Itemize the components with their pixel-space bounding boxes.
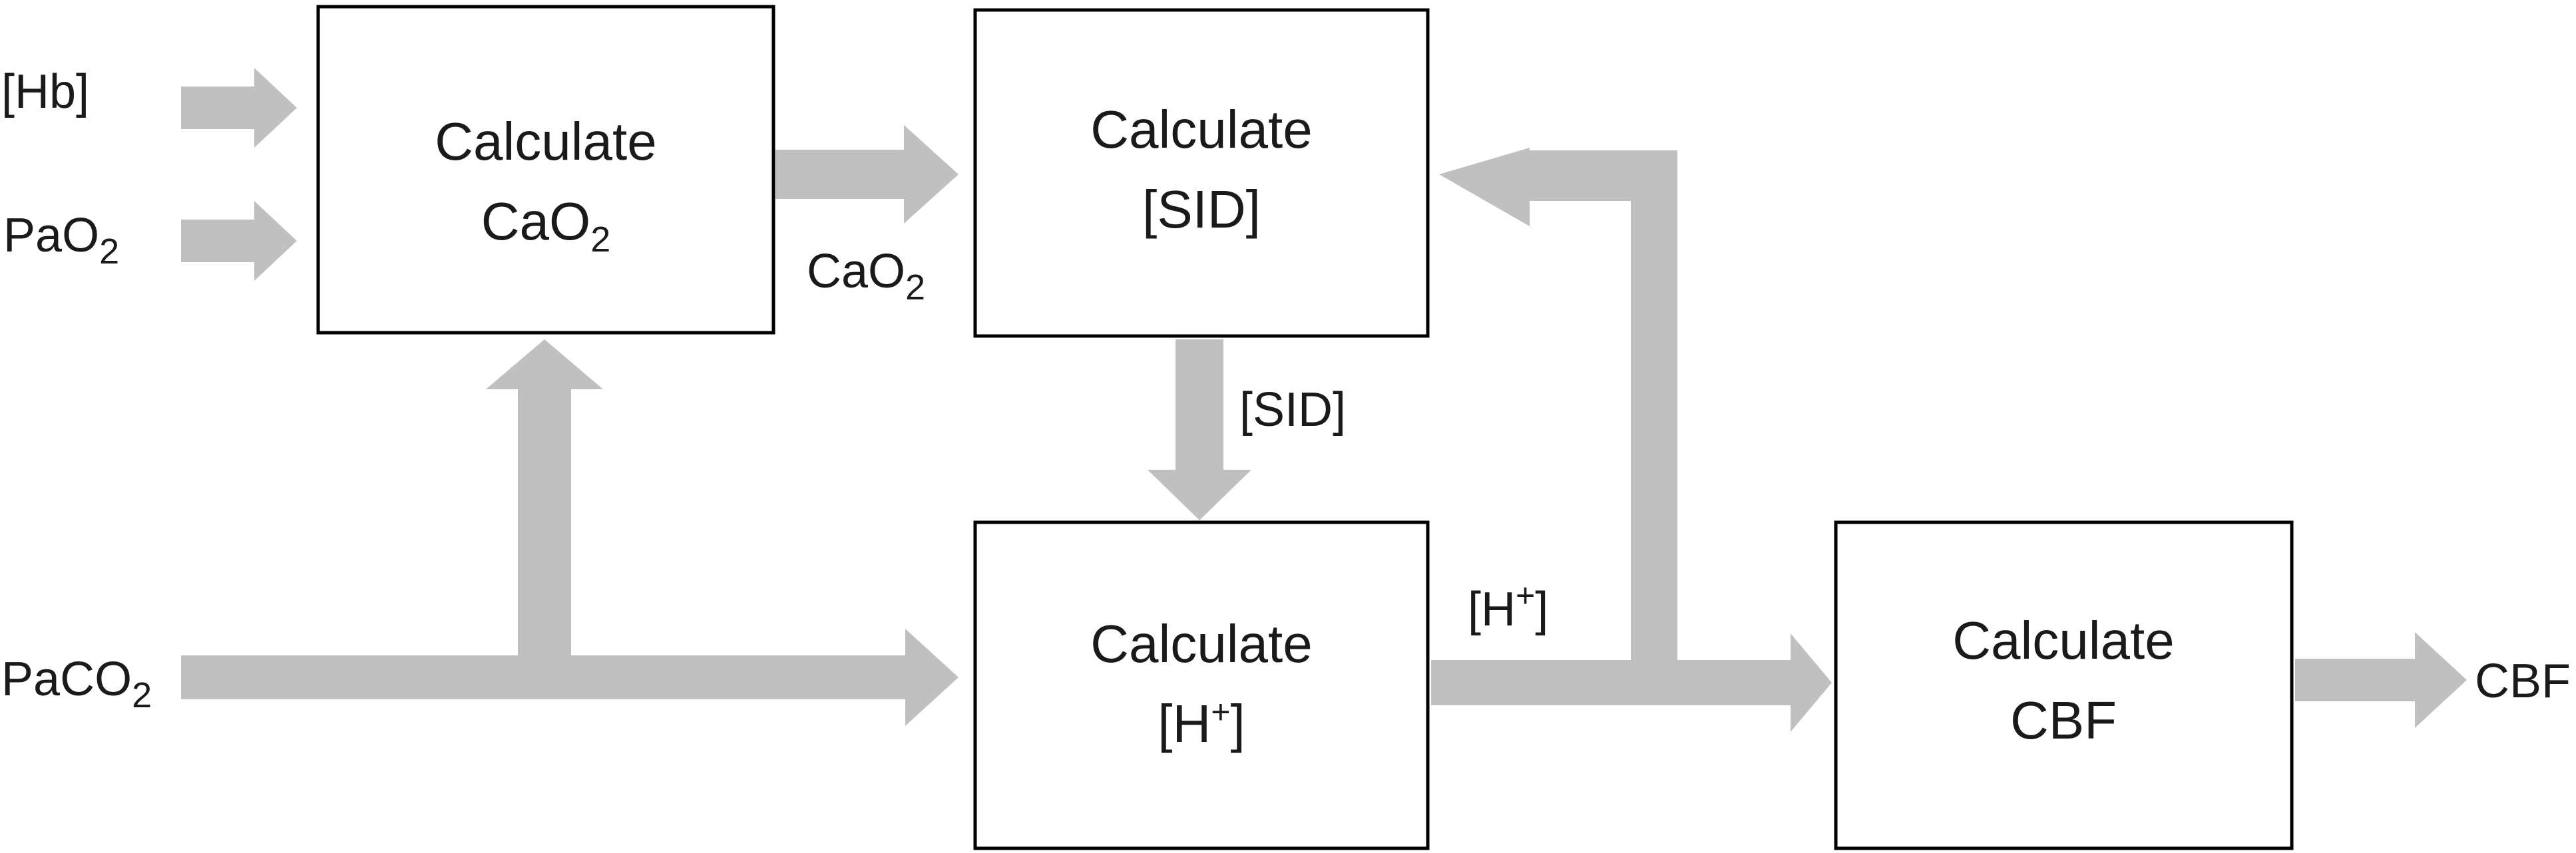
arrow-h-feedback-to-sid xyxy=(1439,148,1677,665)
input-pao2-label: PaO2 xyxy=(3,209,119,271)
arrow-pao2-to-cao2 xyxy=(181,201,297,281)
input-hb-label: [Hb] xyxy=(1,65,89,118)
box-label: Calculate xyxy=(1090,100,1313,159)
box-label: CaO2 xyxy=(481,192,611,259)
arrow-hb-to-cao2 xyxy=(181,68,297,148)
calculate-h-box: Calculate [H+] xyxy=(973,520,1430,850)
box-label: [H+] xyxy=(1158,693,1245,753)
output-cbf-label: CBF xyxy=(2475,655,2571,708)
arrow-cao2-to-sid xyxy=(775,125,959,224)
box-label: Calculate xyxy=(435,112,657,171)
calculate-cbf-box: Calculate CBF xyxy=(1834,520,2294,850)
arrow-paco2-to-cao2 xyxy=(486,339,603,679)
calculate-cao2-box: Calculate CaO2 xyxy=(316,5,775,335)
box-label: CBF xyxy=(2010,691,2117,750)
edge-h-label: [H+] xyxy=(1468,577,1548,636)
arrow-cbf-output xyxy=(2295,632,2467,728)
calculate-sid-box: Calculate [SID] xyxy=(973,8,1430,338)
box-label: Calculate xyxy=(1090,614,1313,673)
arrow-h-to-cbf xyxy=(1431,633,1832,732)
edge-cao2-label: CaO2 xyxy=(807,245,925,307)
input-paco2-label: PaCO2 xyxy=(1,653,152,715)
box-label: [SID] xyxy=(1142,180,1261,239)
box-label: Calculate xyxy=(1952,611,2175,670)
edge-sid-label: [SID] xyxy=(1239,383,1346,436)
arrow-sid-to-h xyxy=(1148,339,1251,520)
